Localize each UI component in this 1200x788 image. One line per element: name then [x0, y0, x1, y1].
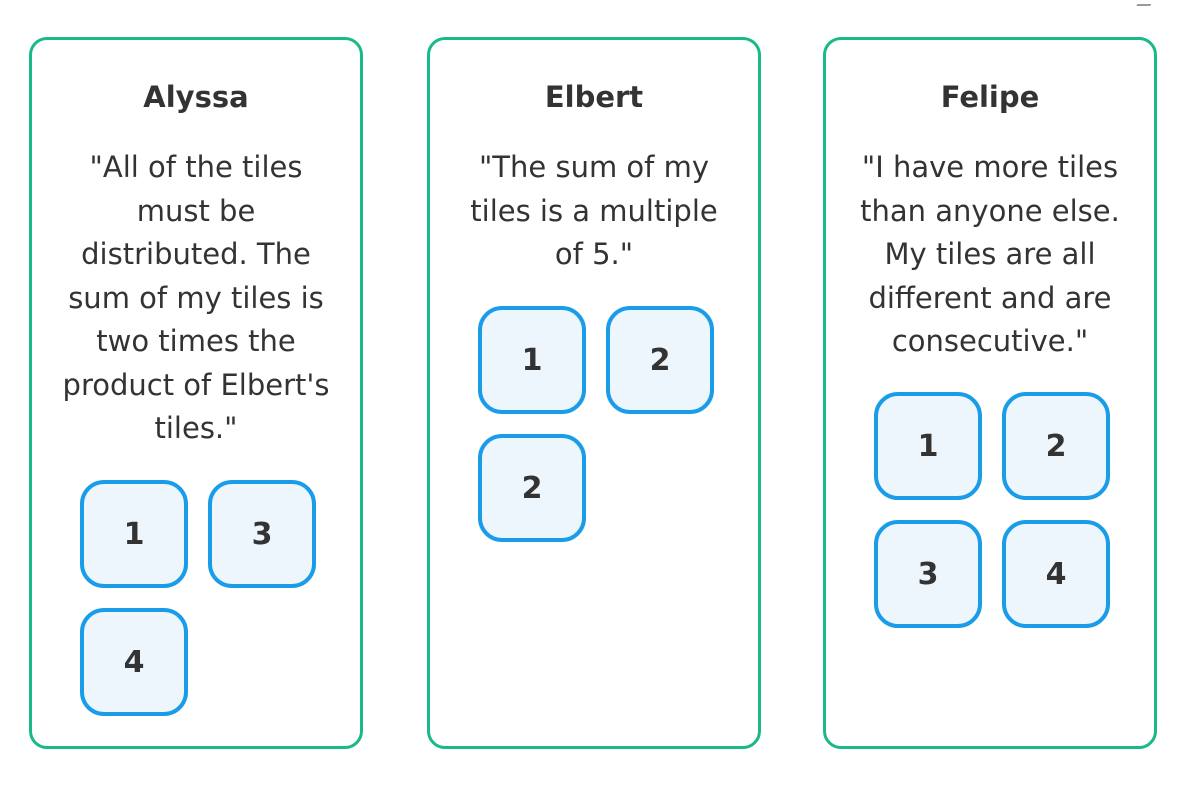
number-tile[interactable]: 1	[478, 306, 586, 414]
number-tile[interactable]: 1	[874, 392, 982, 500]
corner-edge-mark	[1136, 0, 1154, 6]
card-alyssa: Alyssa "All of the tiles must be distrib…	[29, 37, 363, 749]
number-tile[interactable]: 4	[80, 608, 188, 716]
number-tile[interactable]: 3	[208, 480, 316, 588]
tile-group: 1 2 3 4	[874, 392, 1114, 628]
card-quote: "I have more tiles than anyone else. My …	[860, 150, 1120, 358]
card-felipe: Felipe "I have more tiles than anyone el…	[823, 37, 1157, 749]
tile-group: 1 2 2	[478, 306, 718, 542]
number-tile[interactable]: 2	[478, 434, 586, 542]
number-tile[interactable]: 3	[874, 520, 982, 628]
card-quote: "All of the tiles must be distributed. T…	[62, 150, 330, 445]
card-name: Elbert	[544, 80, 644, 114]
card-name: Alyssa	[143, 80, 249, 114]
number-tile[interactable]: 2	[606, 306, 714, 414]
number-tile[interactable]: 2	[1002, 392, 1110, 500]
number-tile[interactable]: 4	[1002, 520, 1110, 628]
card-quote: "The sum of my tiles is a multiple of 5.…	[470, 150, 718, 271]
card-elbert: Elbert "The sum of my tiles is a multipl…	[427, 37, 761, 749]
tile-group: 1 3 4	[80, 480, 320, 716]
card-name: Felipe	[940, 80, 1040, 114]
number-tile[interactable]: 1	[80, 480, 188, 588]
